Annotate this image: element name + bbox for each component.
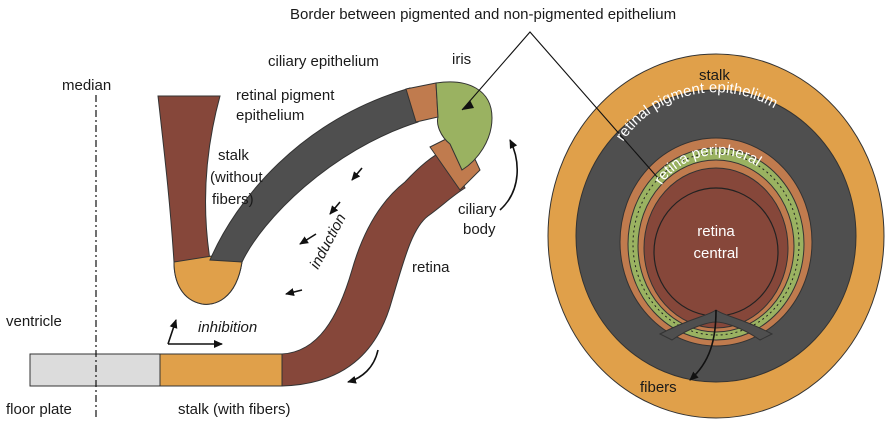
label-floor-plate: floor plate xyxy=(6,401,72,418)
label-border: Border between pigmented and non-pigment… xyxy=(290,6,676,23)
label-stalk-without-1: stalk xyxy=(218,147,249,164)
label-stalk-without-2: (without xyxy=(210,169,263,186)
label-fibers: fibers xyxy=(640,379,677,396)
label-induction: induction xyxy=(307,211,350,272)
label-retinal-pigment-2: epithelium xyxy=(236,107,304,124)
label-inhibition: inhibition xyxy=(198,319,257,336)
floor-plate-band xyxy=(30,354,160,386)
stalk-with-fibers-band xyxy=(160,354,282,386)
label-iris: iris xyxy=(452,51,471,68)
label-ventricle: ventricle xyxy=(6,313,62,330)
label-ciliary-body-1: ciliary xyxy=(458,201,497,218)
label-ciliary-body-2: body xyxy=(463,221,496,238)
label-retinal-pigment-1: retinal pigment xyxy=(236,87,335,104)
label-stalk-without-3: fibers) xyxy=(212,191,254,208)
label-median: median xyxy=(62,77,111,94)
label-right-retina-central-1: retina xyxy=(697,223,735,240)
label-stalk-with-fibers: stalk (with fibers) xyxy=(178,401,291,418)
stalk-without-fibers-tip xyxy=(174,256,242,304)
label-retina: retina xyxy=(412,259,450,276)
label-ciliary-epithelium: ciliary epithelium xyxy=(268,53,379,70)
growth-arrow-top xyxy=(500,140,517,210)
label-right-retina-central-2: central xyxy=(693,245,738,262)
